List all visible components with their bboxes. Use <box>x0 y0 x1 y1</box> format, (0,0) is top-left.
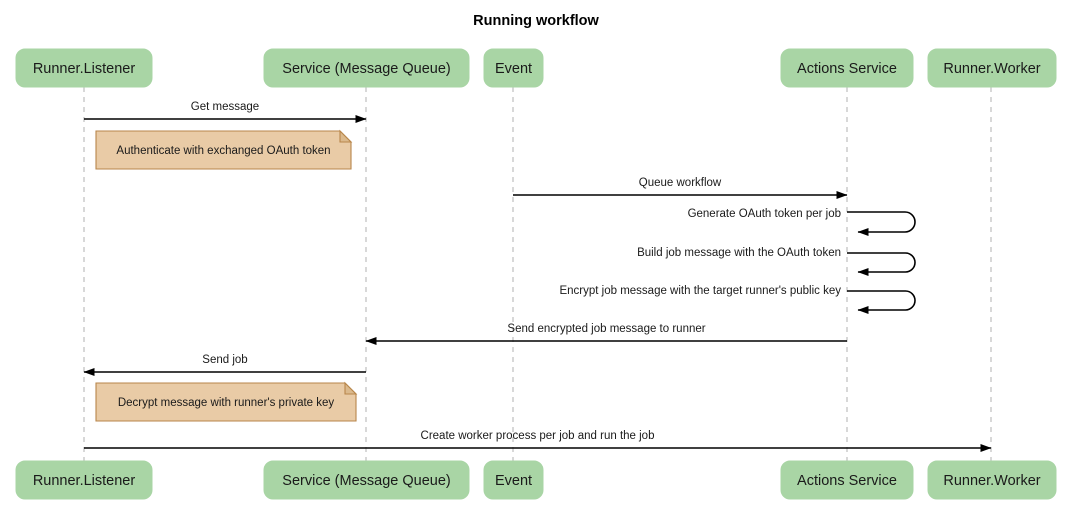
participant-label: Runner.Listener <box>33 473 136 489</box>
participant-label: Runner.Worker <box>943 61 1040 77</box>
note-authenticate-note: Authenticate with exchanged OAuth token <box>95 129 353 170</box>
message-label: Send encrypted job message to runner <box>507 323 705 335</box>
self-loop-path <box>847 211 916 236</box>
participant-service-mq-top[interactable]: Service (Message Queue) <box>263 48 470 88</box>
participant-label: Actions Service <box>797 473 897 489</box>
participant-label: Service (Message Queue) <box>282 473 450 489</box>
note-fold-corner-icon <box>344 381 358 395</box>
participant-box <box>780 48 914 88</box>
participant-label: Service (Message Queue) <box>282 61 450 77</box>
message-label: Queue workflow <box>639 177 722 189</box>
message-queue-workflow[interactable]: Queue workflow <box>513 177 848 199</box>
participant-box <box>483 48 544 88</box>
participant-label: Event <box>495 61 532 77</box>
participant-box <box>927 460 1057 500</box>
participant-runner-listener-bottom[interactable]: Runner.Listener <box>15 460 153 500</box>
notes-layer: Authenticate with exchanged OAuth tokenD… <box>95 129 358 422</box>
message-label: Get message <box>191 101 259 113</box>
message-label: Create worker process per job and run th… <box>421 430 655 442</box>
participant-box <box>780 460 914 500</box>
participant-service-mq-bottom[interactable]: Service (Message Queue) <box>263 460 470 500</box>
note-label: Decrypt message with runner's private ke… <box>118 397 335 409</box>
participant-box <box>15 48 153 88</box>
note-body <box>95 130 352 170</box>
participant-actions-service-top[interactable]: Actions Service <box>780 48 914 88</box>
page-title: Running workflow <box>473 13 599 29</box>
participant-runner-worker-top[interactable]: Runner.Worker <box>927 48 1057 88</box>
self-loop-path <box>847 290 916 314</box>
message-label: Send job <box>202 354 247 366</box>
message-generate-oauth-token[interactable]: Generate OAuth token per job <box>688 208 916 236</box>
note-body <box>95 382 357 422</box>
message-label: Build job message with the OAuth token <box>637 247 841 259</box>
participant-label: Event <box>495 473 532 489</box>
message-send-encrypted-job-message[interactable]: Send encrypted job message to runner <box>365 323 847 345</box>
message-create-worker-process[interactable]: Create worker process per job and run th… <box>84 430 992 452</box>
note-fold-corner-icon <box>339 129 353 143</box>
participant-box <box>483 460 544 500</box>
participant-label: Runner.Listener <box>33 61 136 77</box>
participant-event-top[interactable]: Event <box>483 48 544 88</box>
participant-actions-service-bottom[interactable]: Actions Service <box>780 460 914 500</box>
lifelines-layer <box>83 87 992 461</box>
participant-event-bottom[interactable]: Event <box>483 460 544 500</box>
message-send-job[interactable]: Send job <box>83 354 366 376</box>
participant-runner-worker-bottom[interactable]: Runner.Worker <box>927 460 1057 500</box>
message-get-message[interactable]: Get message <box>84 101 367 123</box>
participants-bottom-layer: Runner.Listener Service (Message Queue) Ev… <box>15 460 1057 500</box>
participants-top-layer: Runner.Listener Service (Message Queue) Ev… <box>15 48 1057 88</box>
participant-label: Actions Service <box>797 61 897 77</box>
participant-runner-listener-top[interactable]: Runner.Listener <box>15 48 153 88</box>
participant-box <box>263 48 470 88</box>
self-loop-path <box>847 252 916 276</box>
participant-label: Runner.Worker <box>943 473 1040 489</box>
note-decrypt-note: Decrypt message with runner's private ke… <box>95 381 358 422</box>
participant-box <box>15 460 153 500</box>
message-label: Encrypt job message with the target runn… <box>559 285 841 297</box>
note-label: Authenticate with exchanged OAuth token <box>116 145 330 157</box>
message-build-job-message[interactable]: Build job message with the OAuth token <box>637 247 916 276</box>
participant-box <box>263 460 470 500</box>
message-encrypt-job-message[interactable]: Encrypt job message with the target runn… <box>559 285 916 314</box>
message-label: Generate OAuth token per job <box>688 208 841 220</box>
participant-box <box>927 48 1057 88</box>
